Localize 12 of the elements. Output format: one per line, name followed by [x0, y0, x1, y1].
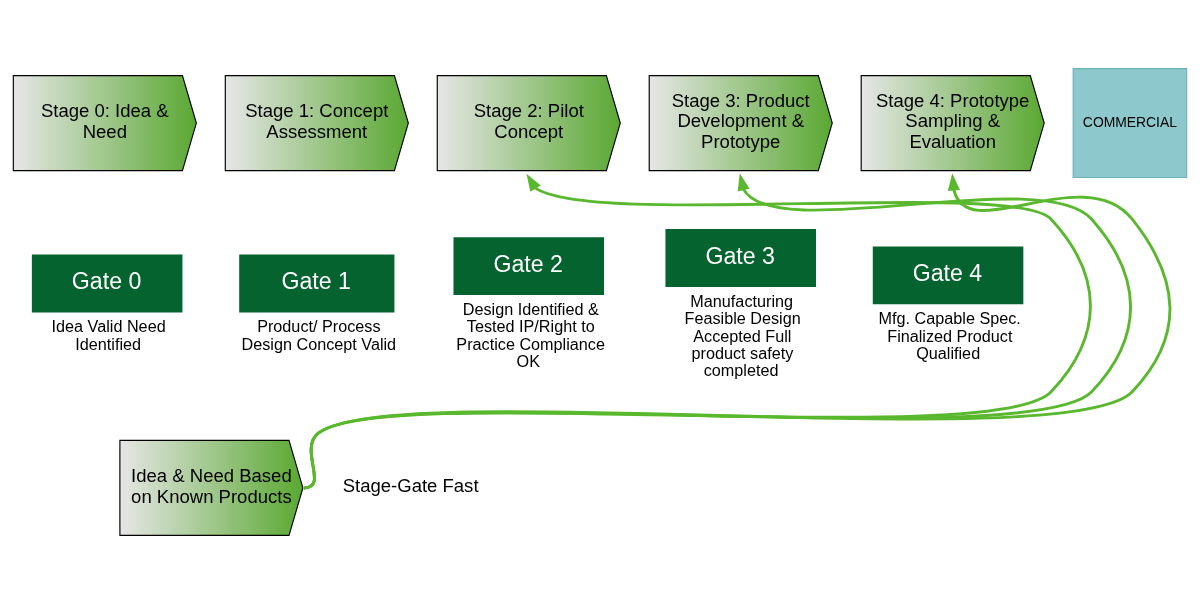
label: Stage-Gate Fast	[342, 474, 479, 496]
node-box: Gate 0	[31, 254, 183, 312]
node-label: Mfg. Capable Spec. Finalized Product Qualified	[878, 308, 1021, 362]
node-box: Gate 3	[665, 228, 816, 287]
node-box: Gate 4	[872, 245, 1024, 304]
node-box: Gate 2	[453, 236, 605, 295]
node-label: Manufacturing Feasible Design Accepted Full product safety completed	[684, 291, 801, 379]
node-box: Gate 1	[239, 254, 395, 312]
node-box: COMMERCIAL	[1072, 67, 1188, 178]
node-label: Product/ Process Design Concept Valid	[241, 316, 397, 353]
node-label: Idea Valid Need Identified	[51, 316, 166, 353]
node-label: Design Identified & Tested IP/Right to Practice Compliance OK	[456, 299, 605, 370]
